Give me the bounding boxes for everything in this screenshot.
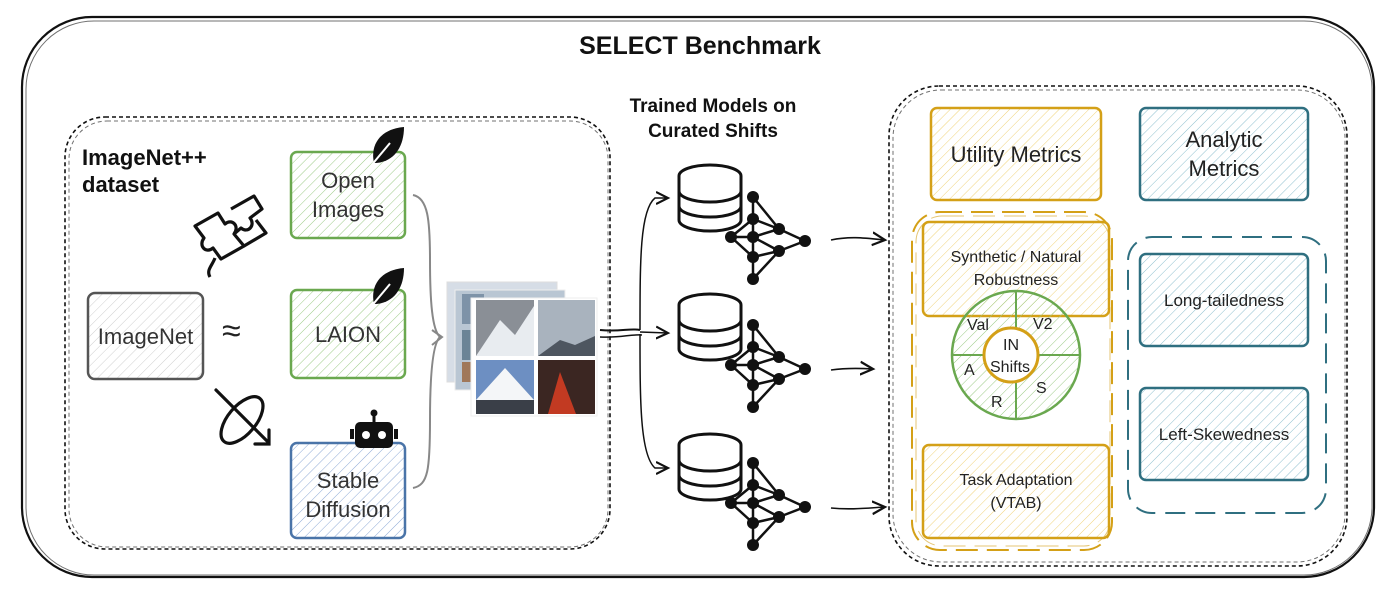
model-2 [677,292,813,415]
long-tail-box [1138,252,1310,348]
models-title: Trained Models on Curated Shifts [598,94,828,144]
shift-v2: V2 [1033,316,1053,333]
utility-metrics-label: Utility Metrics [950,141,1082,167]
shift-a: A [964,362,975,379]
task-line2: (VTAB) [990,494,1042,512]
robustness-line2: Robustness [973,272,1059,289]
task-line1: Task Adaptation [959,471,1073,489]
shifts-circle [950,289,1082,421]
task-adaptation-box [921,443,1111,540]
approx-icon: ≈ [222,312,241,350]
task-adaptation-label: Task Adaptation (VTAB) [923,445,1109,538]
stable-diffusion-label: Stable Diffusion [291,451,405,538]
long-tail-label: Long-tailedness [1163,290,1285,310]
open-images-label: Open Images [291,152,405,238]
left-skew-label: Left-Skewedness [1158,424,1290,444]
stable-diffusion-line1: Stable [316,467,380,493]
dataset-region [64,116,611,550]
diagram-title: SELECT Benchmark [579,32,821,60]
open-images-box [289,150,407,240]
transform-icon [214,388,271,446]
model-1 [677,163,813,287]
dataset-label: ImageNet++ dataset [82,144,207,198]
sources-bracket [412,194,442,489]
shift-in: IN [1003,337,1019,354]
shift-shifts: Shifts [990,359,1031,376]
models-title-line1: Trained Models on [629,96,797,117]
dataset-label-line1: ImageNet++ [82,145,207,170]
laion-box [289,288,407,380]
imagenet-label: ImageNet [97,323,194,349]
laion-label: LAION [314,321,382,347]
left-skew-box [1138,386,1310,482]
analytic-line2: Metrics [1188,156,1260,181]
shift-s: S [1036,380,1047,397]
dataset-label-line2: dataset [82,172,160,197]
analytic-group [1127,236,1327,514]
shift-val: Val [967,317,989,334]
utility-metrics-box [929,106,1103,202]
robustness-label: Synthetic / Natural Robustness [923,236,1109,302]
analytic-line1: Analytic [1185,127,1263,152]
robustness-line1: Synthetic / Natural [950,249,1082,266]
metrics-region [888,85,1348,567]
benchmark-frame [20,15,1376,579]
analytic-metrics-box [1138,106,1310,202]
stable-diffusion-box [289,441,407,540]
stable-diffusion-line2: Diffusion [305,496,391,522]
image-collage [446,281,598,417]
robot-icon [350,409,398,448]
puzzle-icon [193,194,268,278]
imagenet-box [86,291,205,381]
utility-group [911,211,1113,551]
shift-r: R [991,394,1003,411]
analytic-metrics-label: Analytic Metrics [1140,108,1308,200]
model-3 [677,432,813,553]
open-images-line1: Open [321,168,375,193]
open-images-line2: Images [311,197,385,222]
models-title-line2: Curated Shifts [648,121,778,142]
